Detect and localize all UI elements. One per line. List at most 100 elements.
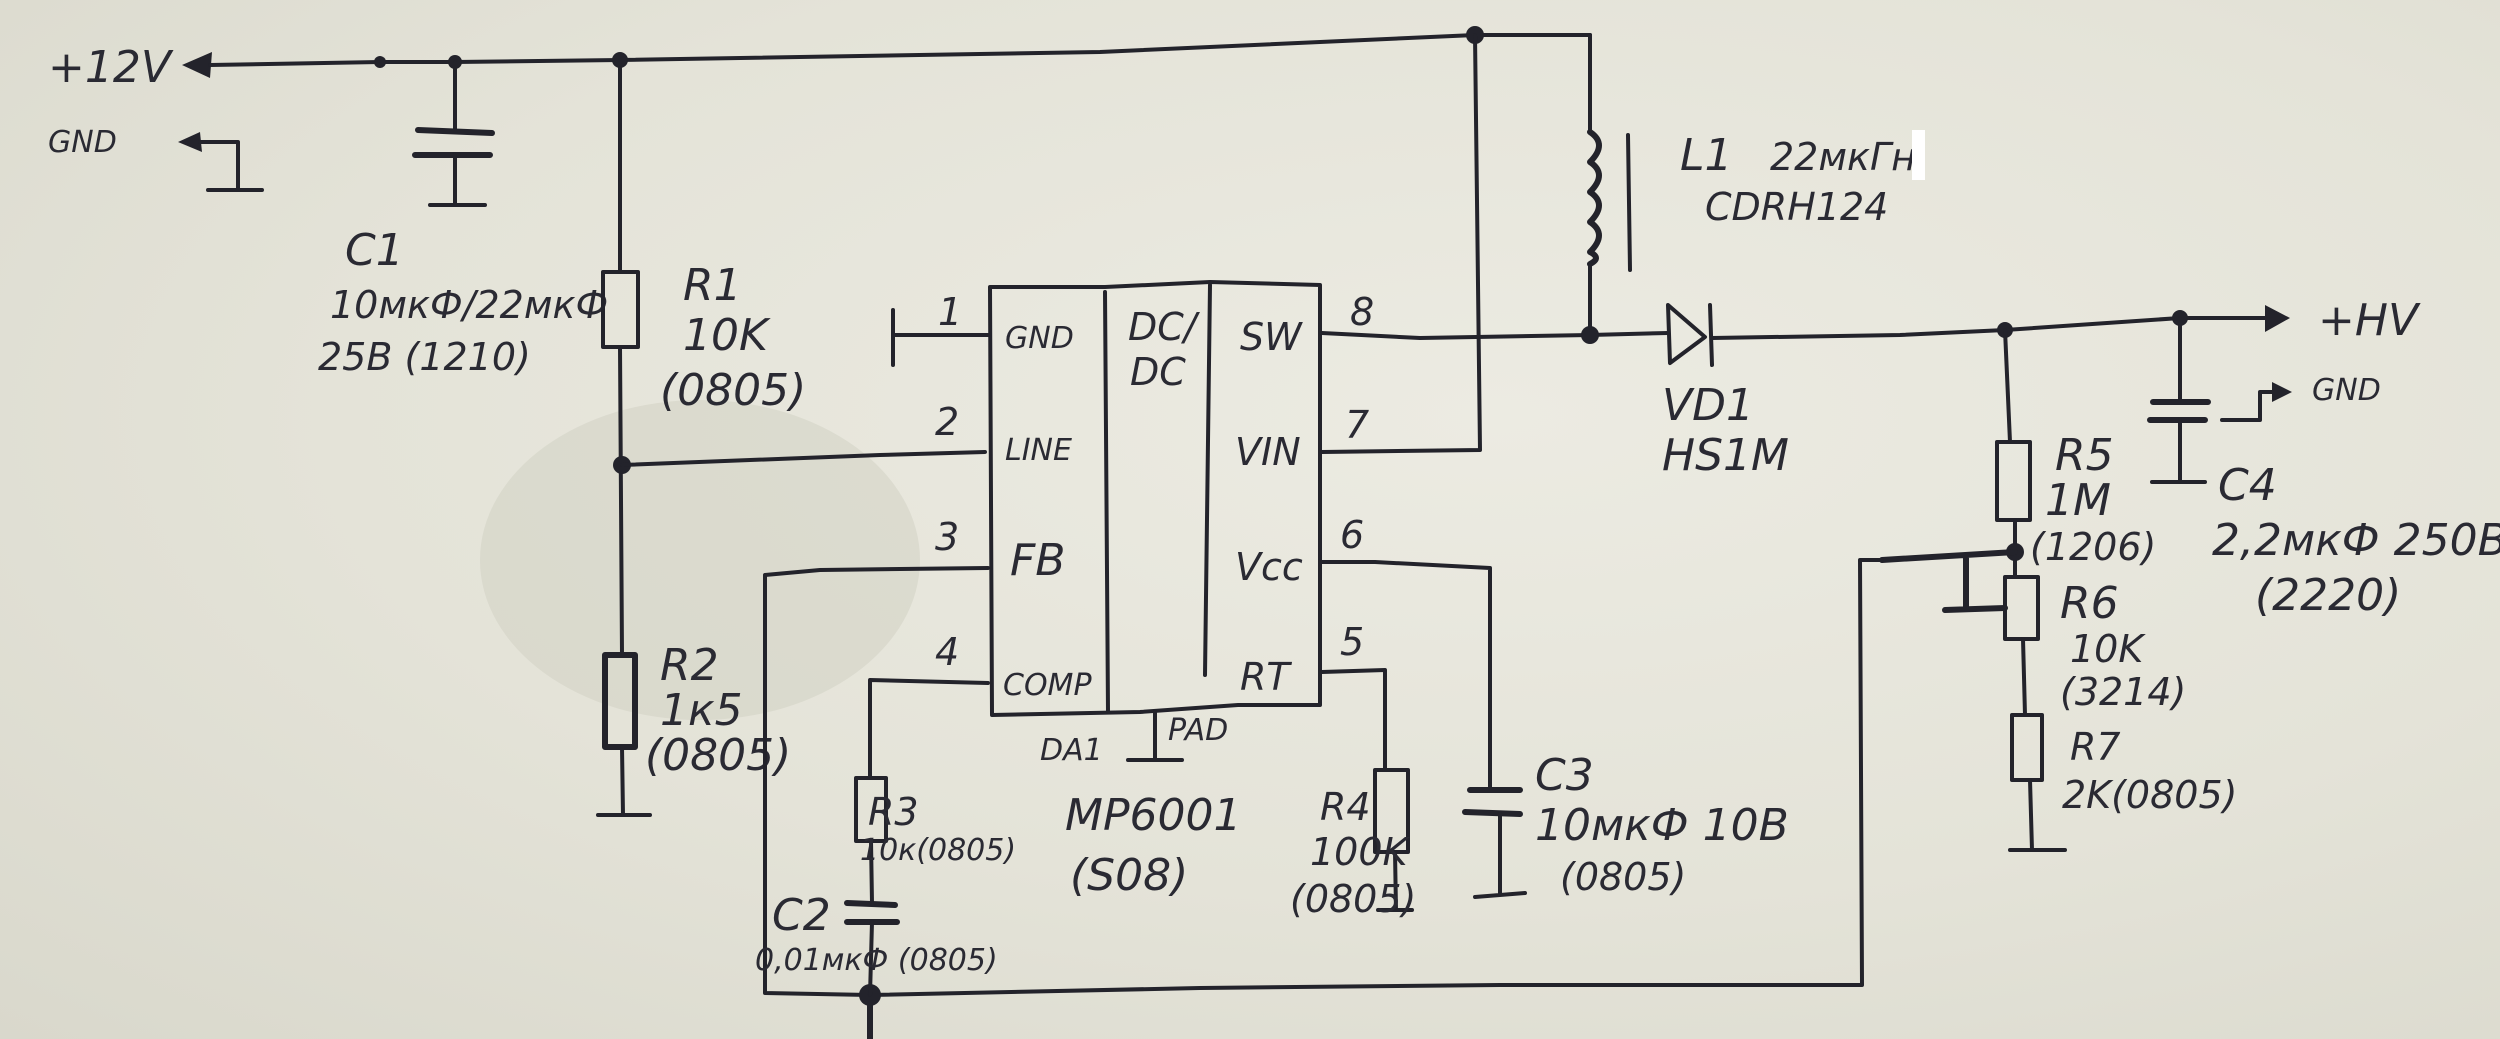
l1-inductor-icon [1587, 129, 1602, 267]
c4-lead-bottom [2150, 418, 2207, 484]
comp-network: R3 10к(0805) C2 0,01мкФ (0805) [755, 678, 1016, 997]
r1-package: (0805) [660, 365, 806, 416]
r7-resistor-icon [2010, 713, 2044, 782]
gnd-in-label: GND [48, 125, 117, 160]
c1-capacitor-icon [412, 127, 495, 158]
r5-package: (1206) [2030, 525, 2156, 569]
pin-name-vcc: Vcc [1235, 545, 1303, 589]
r3-ref: R3 [868, 790, 919, 834]
vin-arrow-icon [182, 52, 212, 78]
r7-lead-bottom [2008, 778, 2067, 852]
input-rail: +12V GND C1 10мкФ/22мкФ 25В (1210) [48, 26, 1592, 379]
l1-value: 22мкГн [1770, 135, 1916, 179]
pin-name-gnd: GND [1005, 321, 1074, 356]
vd1-cathode-bar [1708, 303, 1714, 367]
comp-wire [868, 678, 990, 780]
vin-wire [1320, 33, 1482, 454]
r5-lead-top [2003, 328, 2012, 444]
pin-num-7: 7 [1345, 403, 1369, 447]
c3-package: (0805) [1560, 855, 1686, 899]
pin-name-sw: SW [1240, 315, 1303, 359]
c3-ref: C3 [1535, 750, 1594, 801]
gnd-out-wire [2220, 390, 2274, 422]
ic-core-label-2: DC [1130, 350, 1186, 394]
c2-capacitor-icon [844, 900, 900, 925]
vd1-part: HS1M [1662, 430, 1789, 481]
hv-label: +HV [2318, 295, 2421, 346]
junction-dot [374, 56, 386, 68]
pin-num-1: 1 [938, 290, 962, 334]
c1-lead-bottom [428, 153, 487, 207]
vin-label: +12V [48, 42, 174, 93]
vd1-diode-icon [1666, 303, 1707, 365]
r1-ref: R1 [683, 260, 742, 311]
pad-label: PAD [1168, 713, 1228, 748]
rt-vcc-network: R4 100K (0805) C3 10мкФ 10В (0805) [1290, 560, 1789, 921]
r6-package: (3214) [2060, 670, 2186, 714]
r6-trimmer-icon [2003, 575, 2040, 641]
r4-value: 100K [1310, 830, 1411, 874]
r2-lead-bottom [596, 745, 652, 817]
top-rail-wire [208, 33, 1592, 67]
r4-package: (0805) [1290, 877, 1416, 921]
pin-name-rt: RT [1240, 655, 1292, 699]
vd1-ref: VD1 [1662, 380, 1754, 431]
c3-value: 10мкФ 10В [1535, 800, 1789, 851]
ic-outline [988, 280, 1322, 717]
ic-divider-left [1103, 290, 1110, 714]
pin-name-vin: VIN [1235, 430, 1301, 474]
hv-arrow-icon [2265, 305, 2290, 332]
r7-ref: R7 [2070, 725, 2121, 769]
r2-value: 1к5 [660, 685, 743, 736]
rt-wire [1320, 668, 1387, 772]
r3-c2-wire [869, 839, 874, 905]
r6-wiper-wire [1879, 549, 2018, 613]
c4-ref: C4 [2218, 460, 2277, 511]
pin-num-3: 3 [935, 515, 959, 559]
c1-ref: C1 [345, 225, 404, 276]
ic-da1: DC/ DC GND LINE FB COMP 1 2 3 4 SW VIN V… [891, 280, 1374, 901]
r2-ref: R2 [660, 640, 719, 691]
r1-resistor-icon [601, 270, 640, 349]
r3-value: 10к(0805) [860, 833, 1016, 868]
c4-capacitor-icon [2147, 399, 2211, 423]
vcc-wire [1320, 560, 1492, 792]
gnd-in-wire [198, 140, 264, 192]
power-stage: VD1 HS1M L1 22мкГн CDRH124 +HV C4 2,2мкФ… [1320, 33, 2500, 621]
l1-part: CDRH124 [1705, 185, 1888, 229]
pin-name-line: LINE [1005, 433, 1072, 468]
c4-package: (2220) [2255, 570, 2401, 621]
r5-resistor-icon [1995, 440, 2032, 522]
feedback-divider: R5 1M (1206) R6 10K (3214) R7 2K(0805) [1879, 328, 2237, 852]
c3-capacitor-icon [1462, 787, 1523, 817]
r6-ref: R6 [2060, 578, 2119, 629]
pin-num-4: 4 [935, 630, 959, 674]
r1-value: 10K [683, 310, 771, 361]
pin-num-2: 2 [935, 400, 959, 444]
redaction-mark [1912, 130, 1925, 180]
r7-value: 2K(0805) [2062, 773, 2237, 817]
gnd-in-arrow-icon [178, 132, 202, 152]
ic-divider-right [1203, 283, 1212, 677]
c3-lead-bottom [1473, 812, 1527, 899]
r6-value: 10K [2070, 627, 2146, 671]
r2-package: (0805) [645, 730, 791, 781]
gnd-out-arrow-icon [2272, 382, 2292, 402]
pin-num-8: 8 [1350, 290, 1374, 334]
sw-wire [1320, 331, 1670, 340]
c1-value: 10мкФ/22мкФ [330, 283, 608, 327]
pin1-gnd-stub [891, 308, 990, 367]
ic-ref: DA1 [1040, 733, 1103, 768]
r5-value: 1M [2045, 475, 2111, 526]
r6-r7-wire [2021, 637, 2027, 717]
c2-ref: C2 [772, 890, 831, 941]
ic-package: (S08) [1070, 850, 1188, 901]
pin-num-5: 5 [1340, 620, 1364, 664]
r1-r2-wire [618, 345, 624, 657]
c2-lead-bottom [868, 920, 874, 997]
ic-part: MP6001 [1065, 790, 1241, 841]
pin-name-comp: COMP [1003, 668, 1092, 703]
junction-dot [1581, 326, 1599, 344]
r4-ref: R4 [1320, 785, 1371, 829]
